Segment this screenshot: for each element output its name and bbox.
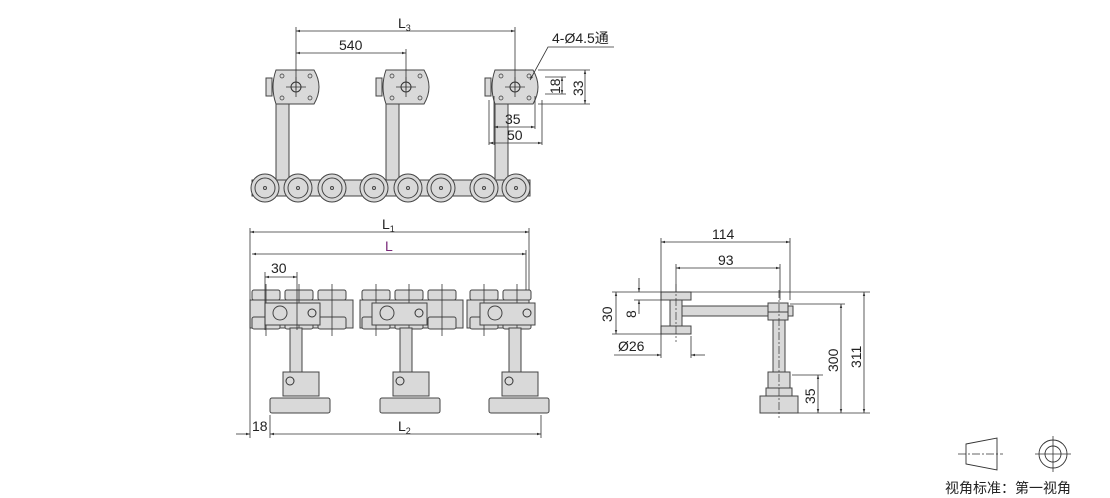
side-clamp xyxy=(265,77,273,97)
mounting-hole xyxy=(389,95,395,101)
base-block xyxy=(282,371,320,397)
dim-l: L xyxy=(385,238,393,254)
clamp-knob xyxy=(379,305,395,321)
dim-30-front: 30 xyxy=(271,260,287,276)
base-block xyxy=(392,371,430,397)
base-foot xyxy=(488,397,550,414)
dim-l2: L2 xyxy=(398,418,411,436)
side-clamp xyxy=(484,77,492,97)
dim-35-side: 35 xyxy=(802,388,818,404)
roller-inner xyxy=(254,177,276,199)
roller-axle xyxy=(330,186,334,190)
screw xyxy=(414,308,424,318)
dim-8: 8 xyxy=(623,310,639,318)
roller-inner xyxy=(321,177,343,199)
roller-inner xyxy=(397,177,419,199)
roller-axle xyxy=(296,186,300,190)
mounting-hole xyxy=(498,73,504,79)
vertical-post xyxy=(399,327,413,373)
dim-311: 311 xyxy=(848,345,864,368)
base-screw xyxy=(285,376,295,386)
dim-93: 93 xyxy=(718,252,734,268)
mounting-hole xyxy=(417,95,423,101)
dim-d26: Ø26 xyxy=(618,338,645,354)
dim-50: 50 xyxy=(507,127,523,143)
roller-inner xyxy=(287,177,309,199)
clamp-knob xyxy=(272,305,288,321)
side-view-dimensions: 114 93 30 8 Ø26 35 300 311 xyxy=(599,226,870,414)
mounting-hole xyxy=(307,95,313,101)
dim-18-front: 18 xyxy=(252,418,268,434)
base-foot xyxy=(269,397,331,414)
dim-540: 540 xyxy=(339,37,363,53)
dim-35-top: 35 xyxy=(505,111,521,127)
front-view-dimensions: L1 L 30 18 L2 xyxy=(236,216,542,438)
roller-axle xyxy=(439,186,443,190)
screw xyxy=(307,308,317,318)
base-foot xyxy=(379,397,441,414)
dim-l1: L1 xyxy=(382,216,395,234)
roller-axle xyxy=(514,186,518,190)
front-view xyxy=(249,284,550,414)
hole-note: 4-Ø4.5通 xyxy=(552,30,609,46)
vertical-post xyxy=(289,327,303,373)
top-view-dimensions: L3 540 4-Ø4.5通 18 33 35 50 xyxy=(295,15,614,145)
roller-axle xyxy=(482,186,486,190)
roller-inner xyxy=(505,177,527,199)
roller-inner xyxy=(363,177,385,199)
roller-inner xyxy=(473,177,495,199)
dim-114: 114 xyxy=(712,226,735,242)
top-view xyxy=(250,69,539,203)
mounting-hole xyxy=(307,73,313,79)
dim-18-top: 18 xyxy=(547,78,563,94)
roller-axle xyxy=(372,186,376,190)
side-view xyxy=(660,284,799,418)
mounting-hole xyxy=(279,73,285,79)
first-angle-projection-symbol xyxy=(958,436,1071,472)
side-clamp xyxy=(375,77,383,97)
vertical-post xyxy=(508,327,522,373)
base-screw xyxy=(395,376,405,386)
mounting-hole xyxy=(417,73,423,79)
base-screw xyxy=(504,376,514,386)
mounting-hole xyxy=(498,95,504,101)
projection-label: 视角标准：第一视角 xyxy=(945,480,1071,496)
mounting-hole xyxy=(526,95,532,101)
support-post xyxy=(275,103,290,181)
dim-l3: L3 xyxy=(398,15,411,33)
roller-inner xyxy=(430,177,452,199)
mounting-hole xyxy=(279,95,285,101)
mounting-hole xyxy=(389,73,395,79)
dim-300: 300 xyxy=(825,348,841,372)
base-block xyxy=(501,371,539,397)
support-post xyxy=(385,103,400,181)
roller-axle xyxy=(406,186,410,190)
screw xyxy=(522,308,532,318)
roller-axle xyxy=(263,186,267,190)
dim-30-side: 30 xyxy=(599,306,615,322)
dim-33: 33 xyxy=(570,80,586,96)
clamp-knob xyxy=(487,305,503,321)
